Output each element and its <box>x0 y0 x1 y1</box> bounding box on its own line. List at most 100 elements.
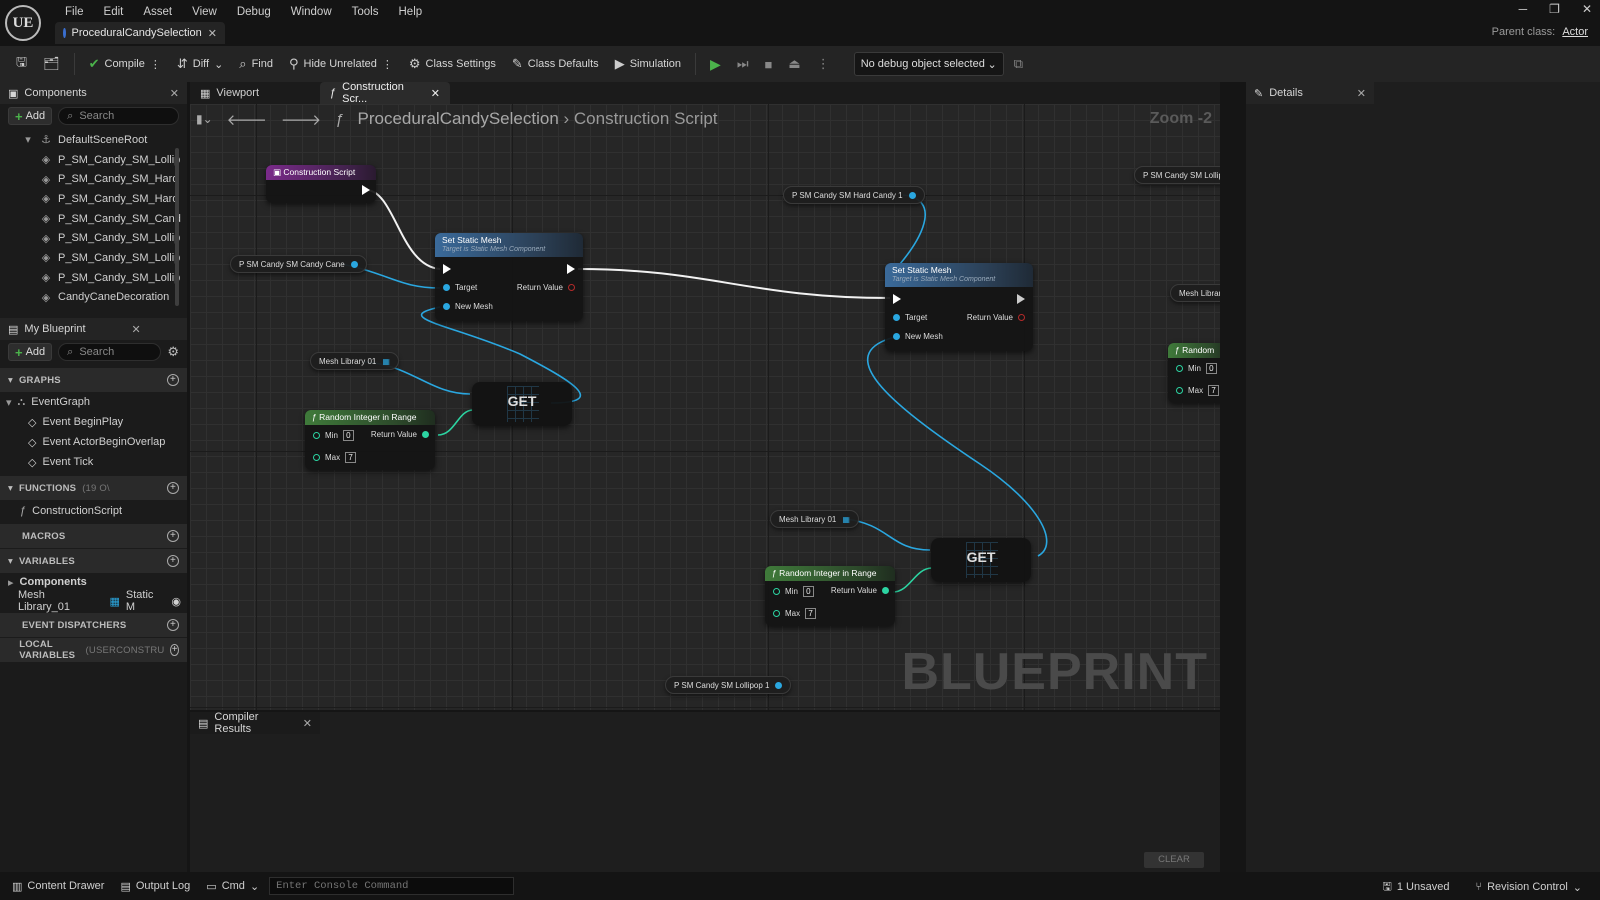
variables-section-header[interactable]: ▾ VARIABLES + <box>0 549 187 573</box>
add-variable-icon[interactable]: + <box>167 555 179 567</box>
hide-unrelated-button[interactable]: ⚲Hide Unrelated⋮ <box>283 51 399 77</box>
target-pin[interactable]: Target <box>443 283 477 292</box>
exec-out-pin[interactable] <box>1017 294 1025 304</box>
tree-item[interactable]: ◈P_SM_Candy_SM_Hard <box>0 189 187 209</box>
play-options-button[interactable]: ⋮ <box>811 51 836 77</box>
event-item[interactable]: ◇Event BeginPlay <box>0 412 187 432</box>
target-pin[interactable]: Target <box>893 313 927 322</box>
menu-edit[interactable]: Edit <box>103 6 124 18</box>
diff-button[interactable]: ⇵Diff⌄ <box>171 51 229 77</box>
menu-file[interactable]: File <box>65 6 84 18</box>
class-defaults-button[interactable]: ✎Class Defaults <box>506 51 605 77</box>
revision-control-button[interactable]: ⑂Revision Control⌄ <box>1469 876 1588 898</box>
close-icon[interactable]: ✕ <box>131 323 141 336</box>
max-value-input[interactable]: 7 <box>805 608 817 619</box>
content-drawer-button[interactable]: ▥Content Drawer <box>6 875 110 897</box>
components-search-input[interactable]: ⌕Search <box>58 107 179 125</box>
back-arrow-icon[interactable]: 🡐 <box>226 111 267 129</box>
max-value-input[interactable]: 7 <box>1208 385 1220 396</box>
my-blueprint-panel-tab[interactable]: ▤ My Blueprint ✕ <box>0 318 187 340</box>
parent-class-link[interactable]: Actor <box>1562 26 1588 38</box>
add-function-icon[interactable]: + <box>167 482 179 494</box>
exec-out-pin[interactable] <box>362 185 370 195</box>
variable-node-lollipop-1[interactable]: P SM Candy SM Lollipop 1 <box>665 676 792 694</box>
browse-button[interactable]: 🗂 <box>37 51 66 77</box>
local-variables-section-header[interactable]: LOCAL VARIABLES (USERCONSTRU + <box>0 638 187 662</box>
array-grid-icon[interactable]: ▦ <box>382 356 390 366</box>
breadcrumb-root[interactable]: ProceduralCandySelection <box>357 109 559 128</box>
return-value-pin[interactable]: Return Value <box>831 586 889 595</box>
tree-item-root[interactable]: ▾⚓DefaultSceneRoot <box>0 130 187 150</box>
menu-tools[interactable]: Tools <box>351 6 379 18</box>
new-mesh-pin[interactable]: New Mesh <box>443 302 493 311</box>
min-value-input[interactable]: 0 <box>1205 363 1217 374</box>
add-graph-icon[interactable]: + <box>167 374 179 386</box>
tab-viewport[interactable]: ▦Viewport <box>190 82 320 104</box>
add-local-variable-icon[interactable]: + <box>170 644 179 656</box>
output-log-button[interactable]: ▤Output Log <box>114 875 196 897</box>
add-member-button[interactable]: +Add <box>8 343 53 361</box>
simulation-button[interactable]: ▶Simulation <box>609 51 687 77</box>
exec-in-pin[interactable] <box>893 294 901 304</box>
construction-script-node[interactable]: ▣ Construction Script <box>266 165 376 203</box>
menu-view[interactable]: View <box>192 6 217 18</box>
compile-options-icon[interactable]: ⋮ <box>149 58 161 71</box>
compile-button[interactable]: ✔Compile⋮ <box>83 51 167 77</box>
add-macro-icon[interactable]: + <box>167 530 179 542</box>
tree-item[interactable]: ◈CandyCaneDecoration <box>0 288 187 308</box>
variable-node-mesh-library-partial[interactable]: Mesh Librar <box>1170 284 1220 302</box>
object-pin-icon[interactable] <box>775 681 783 689</box>
close-window-icon[interactable]: ✕ <box>1581 2 1592 16</box>
add-event-dispatcher-icon[interactable]: + <box>167 619 179 631</box>
add-component-button[interactable]: +Add <box>8 107 53 125</box>
my-blueprint-search-input[interactable]: ⌕Search <box>58 343 162 361</box>
tree-item[interactable]: ◈P_SM_Candy_SM_Lollip <box>0 150 187 170</box>
hide-unrelated-options-icon[interactable]: ⋮ <box>381 58 393 71</box>
menu-help[interactable]: Help <box>398 6 423 18</box>
graph-editor[interactable]: ▮⌄ 🡐 🡒 ƒ ProceduralCandySelection › Cons… <box>190 104 1220 710</box>
menu-asset[interactable]: Asset <box>143 6 173 18</box>
menu-window[interactable]: Window <box>290 6 332 18</box>
object-pin-icon[interactable] <box>350 260 358 268</box>
exec-in-pin[interactable] <box>443 264 451 274</box>
eject-button[interactable]: ⏏ <box>782 51 806 77</box>
variable-category-components[interactable]: ▸Components <box>0 573 187 591</box>
event-item[interactable]: ◇Event Tick <box>0 452 187 472</box>
restore-icon[interactable]: ❐ <box>1549 2 1560 16</box>
object-pin-icon[interactable] <box>908 191 916 199</box>
details-tab[interactable]: ✎ Details ✕ <box>1246 82 1374 104</box>
return-value-pin[interactable]: Return Value <box>967 313 1025 322</box>
stop-button[interactable]: ■ <box>759 51 779 77</box>
compiler-results-tab[interactable]: ▤ Compiler Results ✕ <box>190 711 320 735</box>
step-button[interactable]: ⏭ <box>731 51 755 77</box>
event-item[interactable]: ◇Event ActorBeginOverlap <box>0 432 187 452</box>
variable-node-mesh-library[interactable]: Mesh Library 01▦ <box>770 510 859 528</box>
variable-node-hard-candy[interactable]: P SM Candy SM Hard Candy 1 <box>783 186 925 204</box>
array-grid-icon[interactable]: ▦ <box>842 514 850 524</box>
find-button[interactable]: ⌕Find <box>233 51 279 77</box>
exec-out-pin[interactable] <box>567 264 575 274</box>
close-icon[interactable]: ✕ <box>302 717 312 730</box>
eye-icon[interactable]: ◉ <box>171 595 181 608</box>
event-graph-item[interactable]: ▾ ⛬ EventGraph <box>0 392 187 412</box>
variable-item[interactable]: Mesh Library_01 ▦ Static M ◉ <box>0 589 187 613</box>
close-icon[interactable]: ✕ <box>430 87 440 100</box>
tree-item[interactable]: ◈P_SM_Candy_SM_Lollip <box>0 228 187 248</box>
new-mesh-pin[interactable]: New Mesh <box>893 332 943 341</box>
menu-debug[interactable]: Debug <box>236 6 271 18</box>
minimize-icon[interactable]: ─ <box>1518 2 1528 16</box>
min-value-input[interactable]: 0 <box>342 430 354 441</box>
array-get-node[interactable]: GET <box>472 382 572 426</box>
